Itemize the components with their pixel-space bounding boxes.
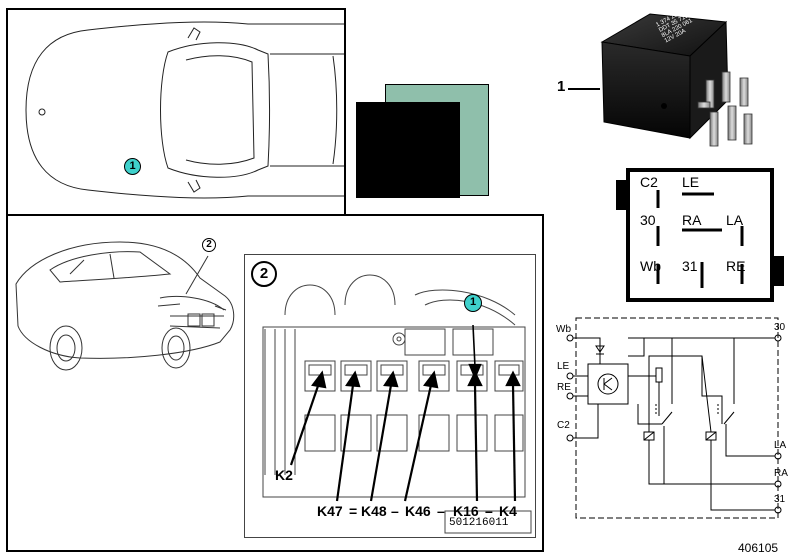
pin-30: 30	[640, 212, 656, 228]
fusebox-detail-number: 2	[251, 261, 277, 287]
pin-re: RE	[726, 258, 746, 274]
pin-la: LA	[726, 212, 744, 228]
schematic-pin-c2: C2	[557, 420, 570, 431]
pin-ra: RA	[682, 212, 702, 228]
label-k46: K46	[405, 503, 431, 519]
schematic-pin-ra: RA	[774, 468, 788, 479]
pin-le: LE	[682, 174, 700, 190]
callout-marker-relay-location: 1	[464, 294, 482, 312]
fusebox-drawing	[262, 274, 532, 534]
pinout-latch-left	[616, 180, 628, 210]
schematic-pin-re: RE	[557, 382, 571, 393]
fusebox-detail: 2 1 K2 K47 = K48 – K46 – K16 – K4 501216…	[244, 254, 536, 538]
label-dash-1: –	[391, 503, 399, 519]
schematic-pin-31: 31	[774, 494, 786, 505]
fusebox-reference-number: 501216011	[449, 517, 509, 529]
pinout-contacts	[656, 190, 744, 288]
callout-marker-top-view: 1	[124, 158, 141, 175]
schematic-pin-30: 30	[774, 322, 786, 333]
label-k4: K4	[499, 503, 517, 519]
pinout-latch-right	[772, 256, 784, 286]
swatch-black	[356, 102, 460, 198]
relay-pinout-diagram: C2 LE 30 RA LA Wb 31 RE	[626, 168, 774, 302]
label-dash-2: –	[437, 503, 445, 519]
relay-photo	[600, 13, 753, 147]
callout-car-number: 2	[202, 238, 216, 252]
label-k16: K16	[453, 503, 479, 519]
label-k47: K47	[317, 503, 343, 519]
relay-leader-line	[568, 88, 600, 90]
car-perspective-drawing	[15, 241, 235, 371]
car-top-view-panel: 1	[6, 8, 346, 216]
relay-circuit-schematic	[566, 317, 782, 519]
label-dash-3: –	[485, 503, 493, 519]
figure-number: 406105	[738, 541, 779, 555]
relay-part-number: 1	[557, 78, 566, 95]
schematic-pin-la: LA	[774, 440, 787, 451]
label-k48: K48	[361, 503, 387, 519]
label-eq: =	[349, 503, 358, 519]
pin-c2: C2	[640, 174, 658, 190]
label-k2: K2	[275, 467, 293, 483]
schematic-pin-le: LE	[557, 361, 570, 372]
pin-31: 31	[682, 258, 698, 274]
car-top-view-outline	[25, 21, 344, 199]
pin-wb: Wb	[640, 258, 661, 274]
installation-panel: 2	[6, 214, 544, 552]
schematic-pin-wb: Wb	[556, 324, 571, 335]
